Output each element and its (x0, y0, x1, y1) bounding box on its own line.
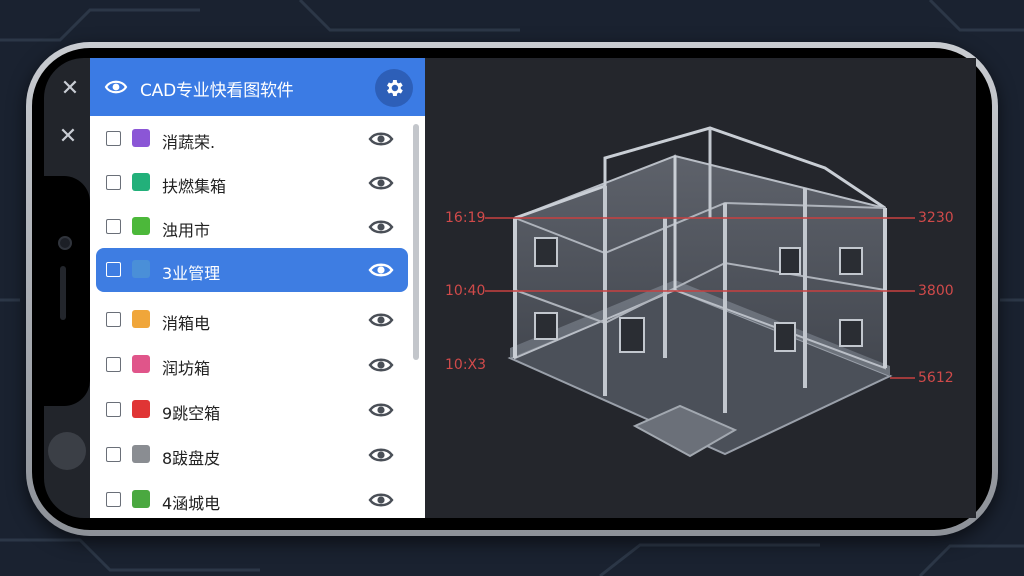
layer-name: 3业管理 (162, 264, 221, 283)
app-title: CAD专业快看图软件 (140, 81, 294, 101)
layer-checkbox[interactable] (106, 402, 121, 417)
layer-row[interactable]: 4涵城电 (90, 478, 410, 518)
layer-name: 8跋盘皮 (162, 449, 221, 468)
layer-row[interactable]: 9跳空箱 (90, 388, 410, 432)
layer-row[interactable]: 扶燃集箱 (90, 161, 410, 205)
layer-row[interactable]: 消箱电 (90, 298, 410, 342)
eye-icon[interactable] (368, 355, 394, 375)
layer-color-swatch[interactable] (132, 173, 150, 191)
layer-name: 消蔬荣. (162, 133, 216, 152)
layer-panel: CAD专业快看图软件 消蔬荣. 扶燃集箱浊用市 3业管理消箱电润坊箱 9跳空箱 8跋盘皮… (90, 58, 425, 518)
layer-row[interactable]: 浊用市 (90, 205, 410, 249)
layer-color-swatch[interactable] (132, 445, 150, 463)
close-icon[interactable]: ✕ (60, 76, 80, 101)
layer-color-swatch[interactable] (132, 400, 150, 418)
layer-name: 4涵城电 (162, 494, 221, 513)
eye-icon[interactable] (368, 400, 394, 420)
eye-icon[interactable] (104, 77, 128, 97)
layer-checkbox[interactable] (106, 262, 121, 277)
eye-icon[interactable] (368, 217, 394, 237)
layer-list-scrollbar[interactable] (413, 124, 419, 360)
layer-row[interactable]: 润坊箱 (90, 343, 410, 387)
layer-checkbox[interactable] (106, 175, 121, 190)
phone-notch (44, 176, 90, 406)
layer-row[interactable]: 消蔬荣. (90, 117, 410, 161)
gear-icon (387, 80, 403, 96)
eye-icon[interactable] (368, 260, 394, 280)
layer-name: 润坊箱 (162, 359, 211, 378)
layer-color-swatch[interactable] (132, 217, 150, 235)
layer-color-swatch[interactable] (132, 310, 150, 328)
dimension-label-left: 10:X3 (445, 357, 487, 373)
dimension-label-right: 3800 (918, 283, 954, 299)
layer-color-swatch[interactable] (132, 129, 150, 147)
layer-checkbox[interactable] (106, 492, 121, 507)
layer-name: 消箱电 (162, 314, 211, 333)
eye-icon[interactable] (368, 310, 394, 330)
dimension-label-left: 10:40 (445, 283, 486, 299)
dimension-label-left: 16:19 (445, 210, 486, 226)
home-indicator (48, 432, 86, 470)
eye-icon[interactable] (368, 490, 394, 510)
layer-checkbox[interactable] (106, 447, 121, 462)
layer-checkbox[interactable] (106, 131, 121, 146)
layer-name: 9跳空箱 (162, 404, 221, 423)
panel-header: CAD专业快看图软件 (90, 58, 425, 116)
layer-checkbox[interactable] (106, 357, 121, 372)
front-camera (58, 236, 72, 250)
layer-row[interactable]: 8跋盘皮 (90, 433, 410, 477)
speaker-grille (60, 266, 66, 320)
layer-row[interactable]: 3业管理 (96, 248, 408, 292)
layer-color-swatch[interactable] (132, 260, 150, 278)
dimension-label-right: 5612 (918, 370, 954, 386)
layer-color-swatch[interactable] (132, 355, 150, 373)
close-icon[interactable]: ✕ (58, 124, 78, 149)
building-3d-model (485, 126, 915, 458)
eye-icon[interactable] (368, 445, 394, 465)
settings-button[interactable] (375, 69, 413, 107)
layer-name: 浊用市 (162, 221, 211, 240)
dimension-label-right: 3230 (918, 210, 954, 226)
eye-icon[interactable] (368, 129, 394, 149)
layer-color-swatch[interactable] (132, 490, 150, 508)
layer-checkbox[interactable] (106, 312, 121, 327)
layer-name: 扶燃集箱 (162, 177, 227, 196)
layer-checkbox[interactable] (106, 219, 121, 234)
cad-canvas[interactable]: 16:19 10:40 10:X3 3230 3800 5612 (425, 58, 976, 518)
eye-icon[interactable] (368, 173, 394, 193)
